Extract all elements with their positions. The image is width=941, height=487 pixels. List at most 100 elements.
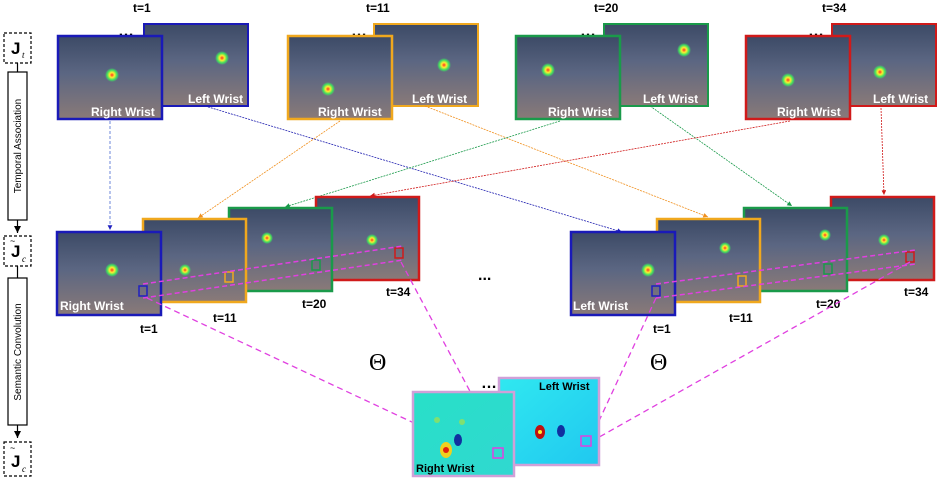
heat-core: [538, 430, 542, 434]
top-label-left-t34: Left Wrist: [873, 92, 928, 106]
mid-left-time-t11: t=11: [729, 311, 753, 325]
jt-symbol: J: [11, 39, 20, 58]
top-label-right-t20: Right Wrist: [548, 105, 612, 119]
mid-left-label: Left Wrist: [573, 299, 628, 313]
top-label-left-t20: Left Wrist: [643, 92, 698, 106]
pipeline: J t Temporal Association J c ~ Semantic …: [3, 32, 32, 477]
jc-symbol: J: [11, 242, 20, 261]
jt-box: [3, 32, 32, 64]
mid-left-time-t1: t=1: [653, 322, 671, 336]
heatmap-right-patch: [492, 447, 504, 459]
arrow-t20-right: [284, 120, 561, 208]
top-time-t34: t=34: [822, 1, 847, 15]
temporal-label: Temporal Association: [13, 99, 24, 194]
conv-line: [585, 297, 657, 450]
jc2-box: [3, 441, 32, 477]
top-group-t1: t=1 … Left Wrist Right Wrist: [56, 1, 249, 121]
heat-spot: [878, 234, 890, 246]
tube-top: [655, 249, 917, 285]
heat-trough: [557, 425, 565, 437]
tube-bottom: [142, 259, 404, 299]
arrow-t1-left: [204, 105, 623, 233]
bottom-ellipsis: …: [481, 375, 497, 392]
heat-core: [443, 447, 449, 453]
arrow-t20-left: [649, 105, 793, 207]
mid-left-time-t34: t=34: [904, 285, 929, 299]
top-label-right-t11: Right Wrist: [318, 105, 382, 119]
patch-t1: [651, 285, 661, 297]
mid-right-label: Right Wrist: [60, 299, 124, 313]
jt-sub: t: [22, 50, 25, 60]
heat-spot: [819, 229, 831, 241]
heat-spot: [781, 73, 795, 87]
heat-spot: [321, 82, 335, 96]
top-group-t11: t=11 … Left Wrist Right Wrist: [286, 1, 479, 121]
heat-spot: [179, 264, 191, 276]
mid-right-time-t20: t=20: [302, 297, 327, 311]
heat-spot: [261, 232, 273, 244]
mid-right-time-t11: t=11: [213, 311, 237, 325]
mid-right-time-t34: t=34: [386, 285, 411, 299]
theta-right: Θ: [650, 350, 667, 376]
association-arrows: [107, 105, 887, 233]
jc-tilde: ~: [10, 236, 15, 246]
top-group-t20: t=20 … Left Wrist Right Wrist: [514, 1, 709, 121]
heat-spot: [105, 263, 119, 277]
jc2-tilde: ~: [10, 443, 15, 453]
heatmap-right-wrist: [411, 390, 516, 478]
mid-stack-right: Right Wrist t=1 t=11 t=20 t=34: [55, 195, 421, 336]
jc2-symbol: J: [11, 452, 20, 471]
arrow-t11-left: [424, 105, 709, 218]
top-label-left-t11: Left Wrist: [412, 92, 467, 106]
top-label-left-t1: Left Wrist: [188, 92, 243, 106]
heatmap-left-patch: [580, 435, 592, 447]
patch-t34: [394, 247, 404, 259]
heat-spot: [215, 51, 229, 65]
heat-trough: [454, 434, 462, 446]
mid-right-time-t1: t=1: [140, 322, 158, 336]
tube-top: [142, 245, 404, 285]
jc2-sub: c: [22, 464, 26, 474]
arrow-t11-right: [197, 120, 341, 219]
patch-t1: [138, 285, 148, 297]
heat-spot: [719, 242, 731, 254]
heat-spot: [105, 68, 119, 82]
heat-spot: [641, 263, 655, 277]
heat-spot: [541, 63, 555, 77]
patch-t20: [311, 259, 321, 271]
conv-line: [593, 261, 911, 441]
bottom-heatmaps: … Left Wrist Right Wrist: [411, 375, 601, 478]
top-frame-right-t20: [514, 34, 622, 121]
top-time-t1: t=1: [133, 1, 151, 15]
top-time-t20: t=20: [594, 1, 619, 15]
mid-stack-left: Left Wrist t=1 t=11 t=20 t=34: [569, 195, 936, 336]
semantic-label: Semantic Convolution: [13, 303, 24, 400]
top-label-right-t34: Right Wrist: [777, 105, 841, 119]
top-time-t11: t=11: [366, 1, 390, 15]
top-label-right-t1: Right Wrist: [91, 105, 155, 119]
heat-spot: [366, 234, 378, 246]
heat-minor: [434, 417, 440, 423]
top-frame-right-t11: [286, 34, 394, 121]
patch-t20: [823, 263, 833, 275]
heat-spot: [677, 43, 691, 57]
top-group-t34: t=34 … Left Wrist Right Wrist: [744, 1, 937, 121]
mid-left-frame-t1: [569, 230, 677, 317]
patch-t11: [224, 271, 234, 283]
heatmap-left-label: Left Wrist: [539, 381, 590, 393]
arrow-t34-right: [369, 120, 791, 198]
theta-left: Θ: [369, 350, 386, 376]
tube-bottom: [655, 263, 917, 299]
arrow-t34-left: [880, 107, 887, 196]
heat-spot: [437, 58, 451, 72]
heat-spot: [873, 65, 887, 79]
conv-line: [146, 297, 494, 461]
top-frame-right-t34: [744, 34, 852, 121]
jc-sub: c: [22, 254, 26, 264]
heatmap-right-label: Right Wrist: [416, 463, 475, 475]
middle-dots: ...: [478, 267, 491, 284]
heat-minor: [459, 419, 465, 425]
patch-t11: [737, 275, 747, 287]
mid-left-time-t20: t=20: [816, 297, 841, 311]
